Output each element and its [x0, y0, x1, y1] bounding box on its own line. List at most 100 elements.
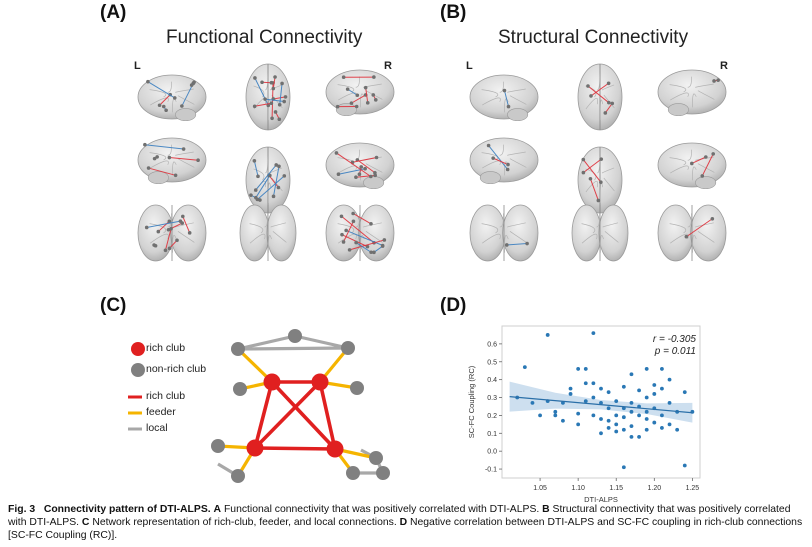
panel-b-brains [469, 63, 727, 262]
panel-b-title: Structural Connectivity [498, 27, 689, 48]
data-point [644, 427, 649, 432]
y-axis-label: SC-FC Coupling (RC) [467, 365, 476, 438]
data-point [637, 434, 641, 439]
data-point [606, 406, 611, 411]
x-axis-label: DTI-ALPS [584, 495, 618, 503]
data-point [576, 367, 581, 371]
data-point [621, 427, 626, 432]
y-tick-label: 0.4 [487, 377, 497, 384]
data-point [599, 417, 603, 421]
data-point [545, 333, 550, 337]
y-tick-label: 0.6 [487, 341, 497, 348]
data-point [660, 413, 664, 418]
x-tick-label: 1.20 [647, 485, 661, 492]
scatter-chart: 1.05 1.10 1.15 1.20 1.25 -0.1 0.0 0.1 0.2 0.3 0.4 0… [467, 325, 701, 503]
correlation-p: p = 0.011 [654, 346, 696, 357]
legend-local-edge-label: local [146, 422, 168, 434]
brain-view [577, 63, 623, 131]
figure-caption: Fig. 3 Connectivity pattern of DTI-ALPS.… [8, 503, 808, 543]
data-point [667, 377, 672, 382]
panel-a-left-marker: L [134, 60, 141, 72]
caption-fig-number: Fig. 3 [8, 504, 36, 515]
brain-view [325, 204, 395, 262]
data-point [629, 400, 634, 405]
data-point [561, 418, 565, 423]
y-tick-label: 0.3 [487, 395, 497, 402]
data-point [576, 422, 581, 427]
brain-view [469, 74, 539, 122]
brain-view [137, 137, 207, 185]
data-point [660, 386, 664, 391]
brain-renderings [137, 63, 727, 262]
data-point [637, 413, 641, 418]
data-point [606, 418, 611, 423]
y-tick-label: 0.1 [487, 431, 497, 438]
data-point [667, 400, 672, 405]
data-point [637, 388, 641, 393]
data-point [682, 463, 687, 468]
data-point [614, 413, 619, 418]
brain-view [325, 142, 395, 190]
caption-d-text: Negative correlation between DTI-ALPS an… [8, 517, 803, 542]
data-point [629, 424, 634, 429]
y-tick-label: 0.0 [487, 449, 497, 456]
data-point [621, 465, 626, 470]
brain-view [577, 146, 623, 214]
data-point [583, 381, 588, 386]
rich-club-node [326, 440, 344, 458]
brain-view [469, 204, 539, 262]
panel-a-title: Functional Connectivity [166, 27, 363, 48]
x-tick-label: 1.10 [571, 485, 585, 492]
caption-a-letter: A [213, 504, 222, 515]
data-point [591, 381, 596, 386]
y-tick-label: -0.1 [485, 467, 497, 474]
y-tick-label: 0.5 [487, 359, 497, 366]
brain-view [469, 137, 539, 185]
panel-d-label: (D) [440, 295, 467, 316]
panel-b-label: (B) [440, 2, 467, 23]
data-point [675, 427, 680, 432]
data-point [652, 420, 657, 425]
legend-non-rich-club-node-icon [131, 363, 145, 377]
data-point [576, 411, 581, 416]
brain-view [571, 204, 629, 262]
panel-c-label: (C) [100, 295, 127, 316]
caption-a-text: Functional connectivity that was positiv… [221, 504, 543, 515]
legend-rich-club-node-icon [131, 342, 145, 356]
data-point [591, 331, 596, 336]
data-point [583, 367, 588, 371]
legend-feeder-edge-label: feeder [146, 406, 176, 418]
brain-view [657, 69, 727, 117]
data-point [614, 422, 619, 427]
data-point [644, 417, 649, 421]
x-tick-label: 1.15 [609, 485, 623, 492]
data-point [629, 409, 634, 414]
brain-view [657, 142, 727, 190]
data-point [591, 395, 596, 400]
caption-c-text: Network representation of rich-club, fee… [89, 517, 400, 529]
data-point [530, 400, 535, 405]
panel-b-left-marker: L [466, 60, 473, 72]
data-point [667, 422, 672, 427]
brain-view [245, 146, 291, 214]
data-point [614, 399, 619, 404]
panel-a-right-marker: R [384, 60, 392, 72]
data-point [621, 415, 626, 420]
data-point [568, 392, 573, 396]
x-tick-label: 1.25 [686, 485, 700, 492]
caption-title: Connectivity pattern of DTI-ALPS. [43, 504, 211, 515]
data-point [522, 365, 527, 370]
network-diagram [128, 329, 390, 483]
data-point [629, 372, 634, 377]
caption-b-text: Structural connectivity that was positiv… [8, 504, 791, 529]
brain-view [239, 204, 297, 262]
panel-a-label: (A) [100, 2, 127, 23]
data-point [660, 426, 664, 430]
rich-club-node [246, 439, 264, 457]
legend-non-rich-club-node-label: non-rich club [146, 363, 207, 375]
data-point [682, 390, 687, 395]
y-tick-label: 0.2 [487, 413, 497, 420]
data-point [644, 367, 649, 371]
x-tick-label: 1.05 [533, 485, 547, 492]
data-point [599, 386, 603, 391]
